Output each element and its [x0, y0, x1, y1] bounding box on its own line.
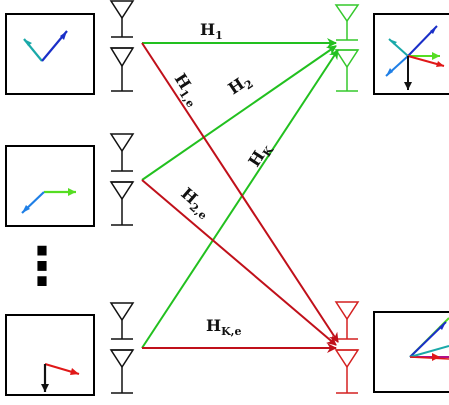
rx-vector-black-icon — [404, 56, 412, 90]
label-h1: H1 — [200, 20, 223, 42]
tx2-vector-lightblue-icon — [21, 191, 45, 214]
legit-receiver-antenna-pair — [334, 4, 360, 92]
link-h2-arrow — [141, 45, 337, 181]
txk-antenna-pair — [109, 302, 135, 394]
txk-signal-box — [5, 314, 95, 396]
eve-receiver-signal-box — [373, 311, 449, 393]
eve-vector-cyan-icon — [409, 345, 449, 358]
label-h2: H2 — [225, 70, 256, 101]
link-h2e-arrow — [141, 179, 337, 346]
rx-vector-lightblue-icon — [385, 55, 409, 77]
tx2-antenna-pair — [109, 133, 135, 226]
tx2-signal-box — [5, 145, 95, 227]
tx1-antenna-pair — [109, 0, 135, 92]
link-hk-arrow — [141, 49, 339, 349]
tx1-vector-cyan-icon — [23, 38, 43, 62]
eve-vector-red-icon — [409, 353, 449, 361]
legit-receiver-signal-box — [373, 13, 449, 95]
txk-vector-red-icon — [44, 362, 80, 376]
tx1-signal-box — [5, 13, 95, 95]
label-hke: HK,e — [206, 316, 242, 338]
label-hk: HK — [244, 139, 276, 172]
tx1-vector-blue-icon — [41, 30, 68, 62]
rx-vector-green-icon — [408, 52, 440, 60]
rx-vector-cyan-icon — [388, 38, 409, 57]
eve-receiver-antenna-pair — [334, 301, 360, 394]
link-h1e-arrow — [141, 42, 339, 343]
label-h2e: H2,e — [175, 184, 215, 223]
rx-vector-red-icon — [407, 55, 445, 67]
rx-vector-blue-icon — [407, 25, 438, 57]
ellipsis-dots: ⋮ — [16, 237, 68, 297]
eve-vector-blue-icon — [409, 321, 447, 358]
txk-vector-black-icon — [41, 364, 49, 392]
tx2-vector-green-icon — [44, 188, 76, 196]
